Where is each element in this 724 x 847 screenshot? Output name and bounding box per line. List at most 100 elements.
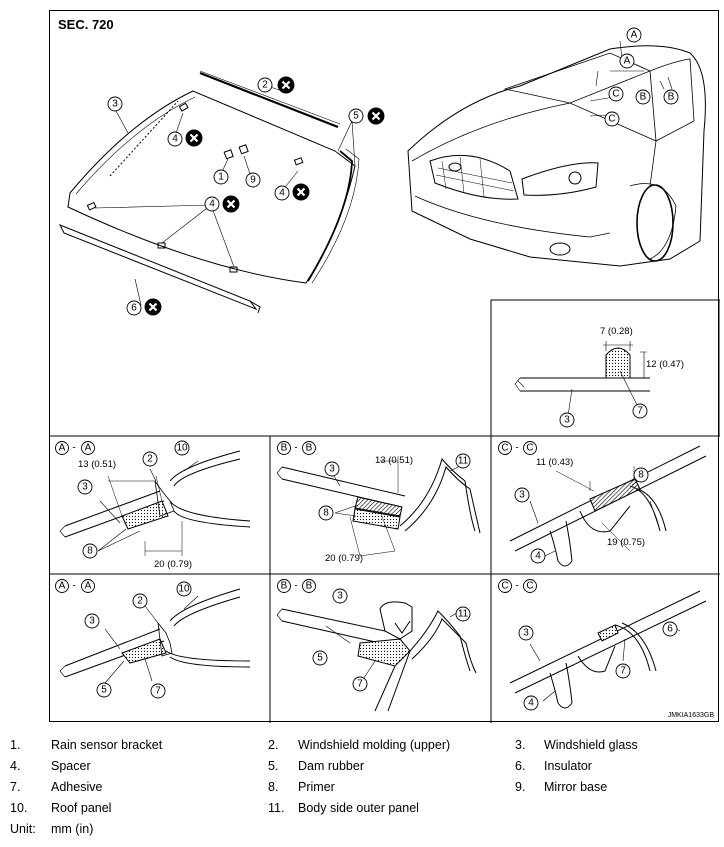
view-marker-a-1: A bbox=[626, 27, 642, 43]
svg-text:7: 7 bbox=[620, 666, 626, 677]
callout-b-top-8: 8 bbox=[318, 505, 334, 521]
view-marker-c-1: C bbox=[608, 86, 624, 102]
svg-text:-: - bbox=[72, 443, 75, 454]
svg-text:5: 5 bbox=[353, 111, 359, 122]
svg-text:3: 3 bbox=[112, 99, 118, 110]
svg-text:8: 8 bbox=[87, 546, 93, 557]
car-grille bbox=[429, 154, 519, 200]
windshield-glass-outline bbox=[67, 90, 356, 284]
svg-text:8: 8 bbox=[638, 470, 644, 481]
svg-text:5: 5 bbox=[101, 685, 107, 696]
legend-label: Roof panel bbox=[51, 801, 112, 815]
dim-12mm: 12 (0.47) bbox=[646, 359, 684, 370]
section-label-c-bottom-1: C bbox=[498, 579, 512, 593]
section-label-b-bottom-2: B bbox=[302, 579, 316, 593]
svg-text:A: A bbox=[624, 56, 631, 67]
svg-text:B: B bbox=[640, 92, 647, 103]
callout-b-bottom-3: 3 bbox=[332, 588, 348, 604]
svg-text:10: 10 bbox=[178, 584, 190, 595]
replace-mark-4a bbox=[184, 128, 204, 148]
unit-value: mm (in) bbox=[51, 822, 94, 836]
callout-a-bottom-10: 10 bbox=[176, 581, 192, 597]
svg-text:8: 8 bbox=[323, 508, 329, 519]
section-label-c-top-1: C bbox=[498, 441, 512, 455]
callout-4a: 4 bbox=[167, 131, 183, 147]
callout-4b: 4 bbox=[274, 185, 290, 201]
callout-a-top-10: 10 bbox=[174, 440, 190, 456]
section-label-c-top-2: C bbox=[523, 441, 537, 455]
section-label-a-top-1: A bbox=[55, 441, 69, 455]
svg-text:4: 4 bbox=[528, 698, 534, 709]
car-headlight bbox=[521, 162, 599, 196]
svg-text:2: 2 bbox=[262, 80, 268, 91]
callout-a-bottom-3: 3 bbox=[84, 613, 100, 629]
svg-text:C: C bbox=[526, 581, 533, 592]
replace-mark-2 bbox=[276, 75, 296, 95]
legend-label: Windshield glass bbox=[544, 738, 638, 752]
svg-text:2: 2 bbox=[147, 454, 153, 465]
svg-text:C: C bbox=[501, 581, 508, 592]
callout-b-bottom-7: 7 bbox=[352, 676, 368, 692]
dim-13mm-a: 13 (0.51) bbox=[78, 459, 116, 470]
callouts: 3 2 5 4 1 9 4 4 6 A A C C B B 3 7 bbox=[55, 27, 679, 711]
svg-text:B: B bbox=[281, 443, 288, 454]
svg-text:10: 10 bbox=[176, 443, 188, 454]
legend-item: 8. bbox=[268, 780, 279, 794]
legend-item: 1. bbox=[10, 738, 21, 752]
svg-text:7: 7 bbox=[637, 406, 643, 417]
callout-9: 9 bbox=[245, 172, 261, 188]
dim-20mm-a: 20 (0.79) bbox=[154, 559, 192, 570]
svg-text:A: A bbox=[59, 443, 66, 454]
upper-molding bbox=[199, 71, 339, 129]
view-marker-c-2: C bbox=[604, 111, 620, 127]
section-b-top bbox=[276, 456, 481, 557]
replace-mark-4b bbox=[291, 182, 311, 202]
section-a-top bbox=[59, 450, 251, 556]
diagram-canvas: 7 (0.28) 12 (0.47) 13 (0.51) 20 (0.79) bbox=[50, 27, 720, 723]
svg-text:-: - bbox=[294, 581, 297, 592]
callout-a-bottom-5: 5 bbox=[96, 682, 112, 698]
callout-inset-3: 3 bbox=[559, 412, 575, 428]
figure-code: JMKIA1633GB bbox=[667, 712, 714, 719]
callout-5: 5 bbox=[348, 108, 364, 124]
adhesive-bead bbox=[605, 347, 631, 379]
legend-label: Windshield molding (upper) bbox=[298, 738, 451, 752]
dim-11mm: 11 (0.43) bbox=[536, 457, 573, 468]
section-c-bottom bbox=[509, 590, 707, 709]
callout-c-bottom-4: 4 bbox=[523, 695, 539, 711]
section-label-a-bottom-2: A bbox=[81, 579, 95, 593]
callout-3: 3 bbox=[107, 96, 123, 112]
svg-text:C: C bbox=[501, 443, 508, 454]
legend-item: 9. bbox=[515, 780, 526, 794]
dim-7mm: 7 (0.28) bbox=[600, 326, 633, 337]
svg-text:3: 3 bbox=[89, 616, 95, 627]
legend-label: Adhesive bbox=[51, 780, 103, 794]
callout-c-top-8: 8 bbox=[633, 467, 649, 483]
svg-text:C: C bbox=[526, 443, 533, 454]
callout-b-top-3: 3 bbox=[324, 461, 340, 477]
legend-item: 6. bbox=[515, 759, 526, 773]
section-c-top bbox=[509, 445, 707, 567]
svg-text:7: 7 bbox=[155, 686, 161, 697]
insulator-strip bbox=[58, 224, 258, 311]
svg-text:9: 9 bbox=[250, 175, 256, 186]
callout-4c: 4 bbox=[204, 196, 220, 212]
section-a-bottom bbox=[59, 588, 251, 684]
svg-text:4: 4 bbox=[209, 199, 215, 210]
car-illustration bbox=[407, 40, 706, 267]
svg-text:3: 3 bbox=[564, 415, 570, 426]
svg-text:B: B bbox=[668, 92, 675, 103]
svg-text:6: 6 bbox=[131, 303, 137, 314]
windshield-exploded-view bbox=[58, 70, 360, 314]
callout-1: 1 bbox=[213, 169, 229, 185]
svg-text:2: 2 bbox=[137, 596, 143, 607]
replace-mark-6 bbox=[143, 297, 163, 317]
svg-text:A: A bbox=[85, 443, 92, 454]
callout-a-top-3: 3 bbox=[77, 479, 93, 495]
side-molding bbox=[307, 150, 353, 282]
svg-text:6: 6 bbox=[667, 624, 673, 635]
replace-mark-5 bbox=[366, 106, 386, 126]
legend-item: 5. bbox=[268, 759, 279, 773]
legend-label: Dam rubber bbox=[298, 759, 364, 773]
svg-text:-: - bbox=[294, 443, 297, 454]
